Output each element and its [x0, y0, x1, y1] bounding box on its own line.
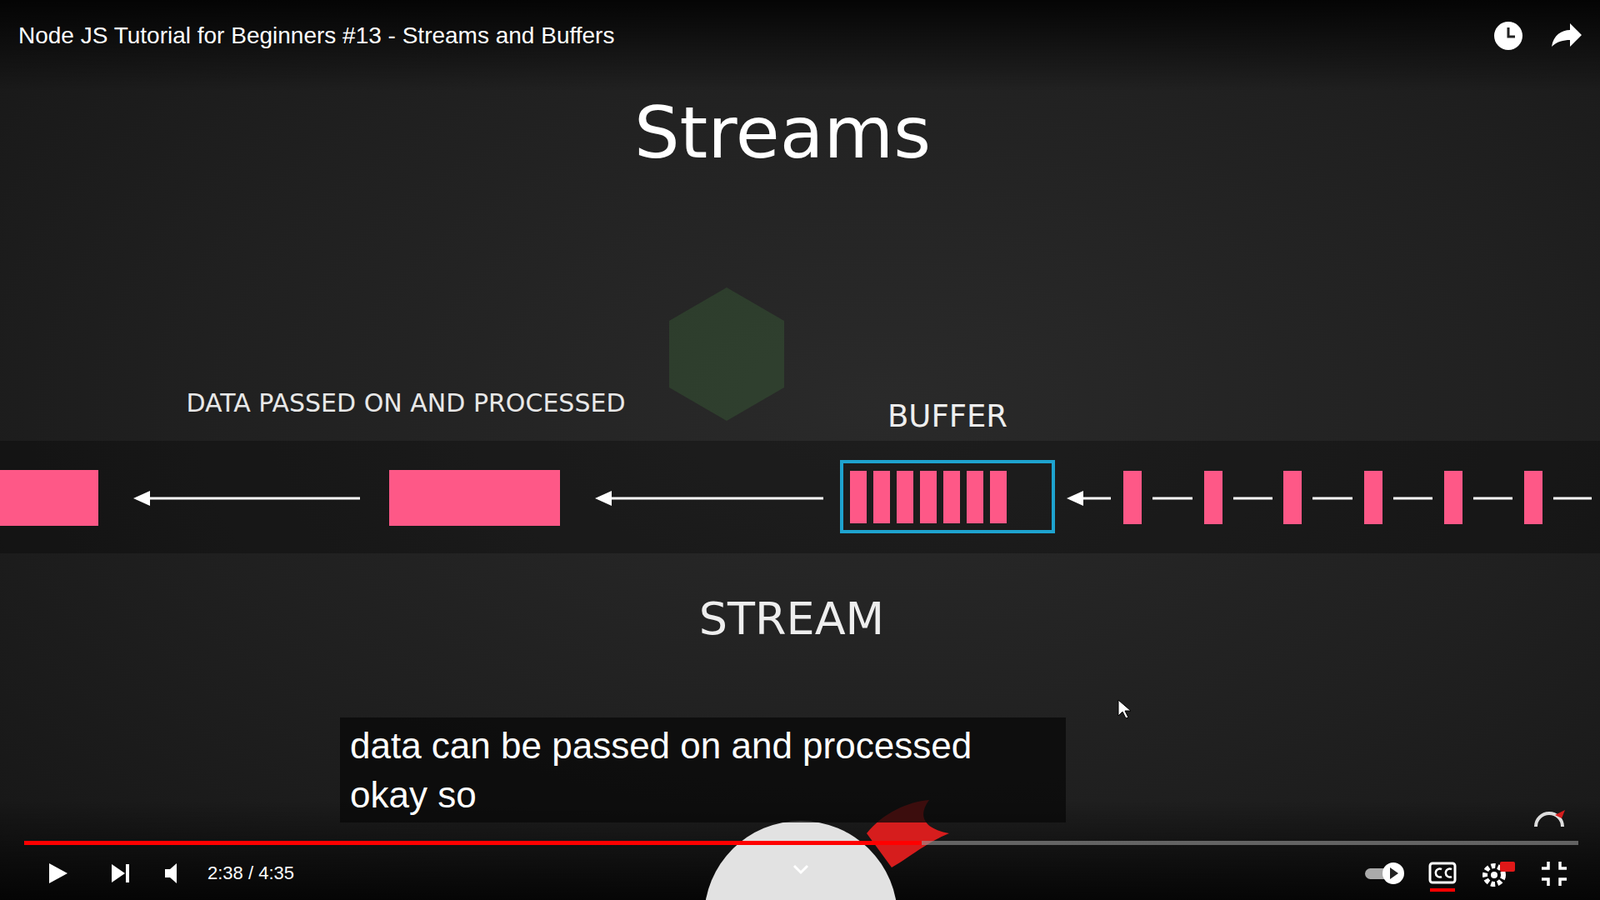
logo-watermark	[669, 287, 785, 421]
watch-later-icon	[1494, 21, 1523, 50]
incoming-chunk	[1123, 470, 1543, 525]
settings-button	[1485, 861, 1515, 885]
progress-played	[24, 840, 922, 845]
flow-arrow	[143, 497, 1111, 500]
subtitle-text: data can be passed on and processed okay…	[350, 720, 1056, 820]
progress-track	[24, 840, 1579, 845]
captions-button	[1430, 863, 1455, 892]
stream-band	[0, 440, 1600, 554]
volume-button	[165, 863, 177, 884]
stage-label: DATA PASSED ON AND PROCESSED	[186, 389, 626, 419]
share-icon	[1551, 23, 1582, 47]
subtitle-box: data can be passed on and processed okay…	[340, 717, 1066, 823]
chunk-gap	[1152, 497, 1592, 500]
autoplay-toggle	[1365, 862, 1405, 885]
data-block	[389, 470, 560, 526]
next-button	[111, 864, 130, 883]
play-button	[49, 863, 68, 884]
fullscreen-exit-button	[1541, 861, 1567, 886]
buffer-box: BUFFER	[840, 460, 1055, 534]
data-block	[0, 470, 99, 526]
buffer-chunk	[850, 470, 1007, 524]
title-bar-shade	[0, 0, 1600, 92]
slide-heading: Streams	[634, 91, 931, 175]
mouse-cursor	[1118, 700, 1131, 719]
stream-label: STREAM	[699, 593, 885, 645]
channel-icon	[1555, 810, 1565, 819]
chevron	[794, 865, 808, 873]
video-title: Node JS Tutorial for Beginners #13 - Str…	[18, 22, 615, 50]
time-display: 2:38 / 4:35	[207, 862, 295, 884]
buffer-label: BUFFER	[843, 399, 1052, 435]
arrow-head	[133, 490, 1084, 506]
